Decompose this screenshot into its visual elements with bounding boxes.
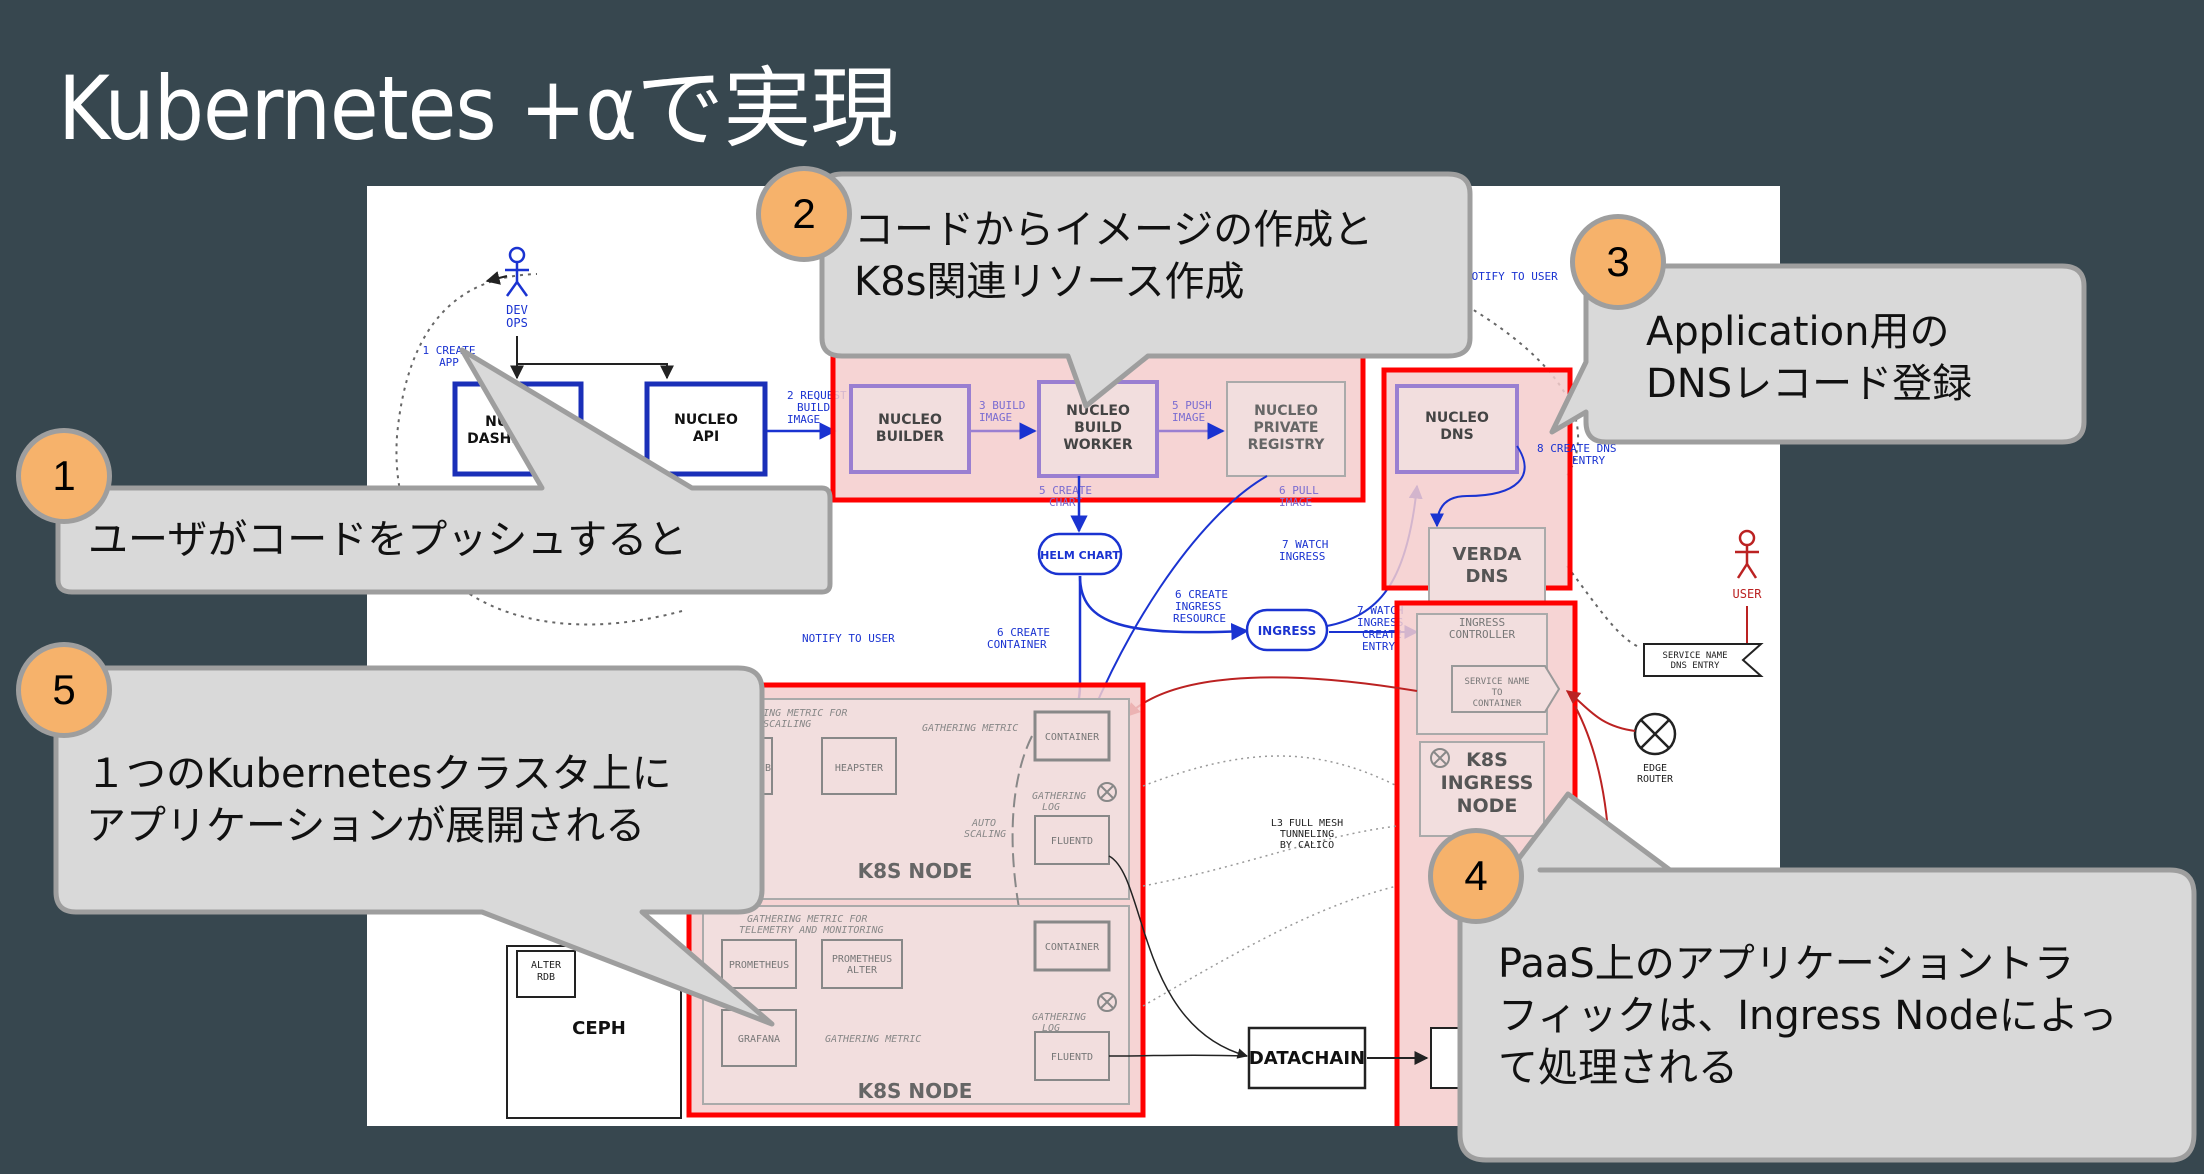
k8s-node-1-label: K8S NODE xyxy=(858,859,973,883)
callout-4-badge: 4 xyxy=(1428,828,1524,924)
callout-1: ユーザがコードをプッシュすると xyxy=(52,328,833,608)
callout-1-badge: 1 xyxy=(16,428,112,524)
nucleo-private-registry-node xyxy=(1226,381,1346,477)
k8s-node-2-label: K8S NODE xyxy=(858,1079,973,1103)
callout-3-text: Application用の DNSレコード登録 xyxy=(1646,309,1973,407)
ingress-node xyxy=(1245,608,1329,652)
svg-text:CEPH: CEPH xyxy=(572,1018,626,1039)
svg-text:CONTAINER: CONTAINER xyxy=(1045,942,1100,953)
svg-text:GATHERING METRIC: GATHERING METRIC xyxy=(825,1034,921,1045)
svg-text:GATHERING METRIC: GATHERING METRIC xyxy=(922,723,1018,734)
callout-2-badge: 2 xyxy=(756,166,852,262)
svg-text:HEAPSTER: HEAPSTER xyxy=(835,763,884,774)
devops-figure xyxy=(505,246,529,297)
user-figure xyxy=(1735,529,1759,579)
notify-loop-right xyxy=(1466,305,1580,477)
nucleo-api-node xyxy=(644,381,768,477)
notify-loop-left xyxy=(395,273,683,626)
slide-title: Kubernetes +αで実現 xyxy=(58,57,898,160)
callout-1-bubble xyxy=(55,347,833,595)
callout-4: PaaS上のアプリケーショントラ フィックは、Ingress Nodeによっ て… xyxy=(1450,790,2200,1170)
svg-text:INGRESS: INGRESS xyxy=(1258,624,1317,638)
callout-1-text: ユーザがコードをプッシュすると xyxy=(88,517,688,563)
callout-3-badge: 3 xyxy=(1570,214,1666,310)
callout-2: コードからイメージの作成と K8s関連リソース作成 xyxy=(818,170,1478,410)
service-name-dns-entry-flag xyxy=(1643,643,1764,677)
callout-3: Application用の DNSレコード登録 xyxy=(1549,262,2090,452)
svg-text:NOTIFY TO USER: NOTIFY TO USER xyxy=(1465,270,1558,283)
svg-text:USER: USER xyxy=(1733,587,1763,601)
callout-5-badge: 5 xyxy=(16,642,112,738)
callout-4-text: PaaS上のアプリケーショントラ フィックは、Ingress Nodeによっ て… xyxy=(1498,941,2118,1091)
svg-text:FLUENTD: FLUENTD xyxy=(1051,1052,1093,1063)
svg-text:CONTAINER: CONTAINER xyxy=(1045,732,1100,743)
callout-5: １つのKubernetesクラスタ上に アプリケーションが展開される xyxy=(52,660,775,1030)
callout-5-text: １つのKubernetesクラスタ上に アプリケーションが展開される xyxy=(86,751,672,849)
datachain-node xyxy=(1247,1026,1367,1090)
svg-text:NOTIFY TO USER: NOTIFY TO USER xyxy=(802,632,895,645)
nucleo-builder-node xyxy=(849,384,971,474)
svg-text:FLUENTD: FLUENTD xyxy=(1051,836,1093,847)
svg-text:DATACHAIN: DATACHAIN xyxy=(1249,1048,1365,1069)
svg-text:PROMETHEUS: PROMETHEUS xyxy=(729,960,789,971)
svg-text:HELM CHART: HELM CHART xyxy=(1040,549,1120,562)
callout-2-text: コードからイメージの作成と K8s関連リソース作成 xyxy=(854,207,1374,305)
helm-chart-node xyxy=(1037,532,1123,576)
nucleo-dns-node xyxy=(1395,384,1519,474)
service-name-to-container-flag xyxy=(1451,665,1561,713)
svg-text:GRAFANA: GRAFANA xyxy=(738,1034,780,1045)
